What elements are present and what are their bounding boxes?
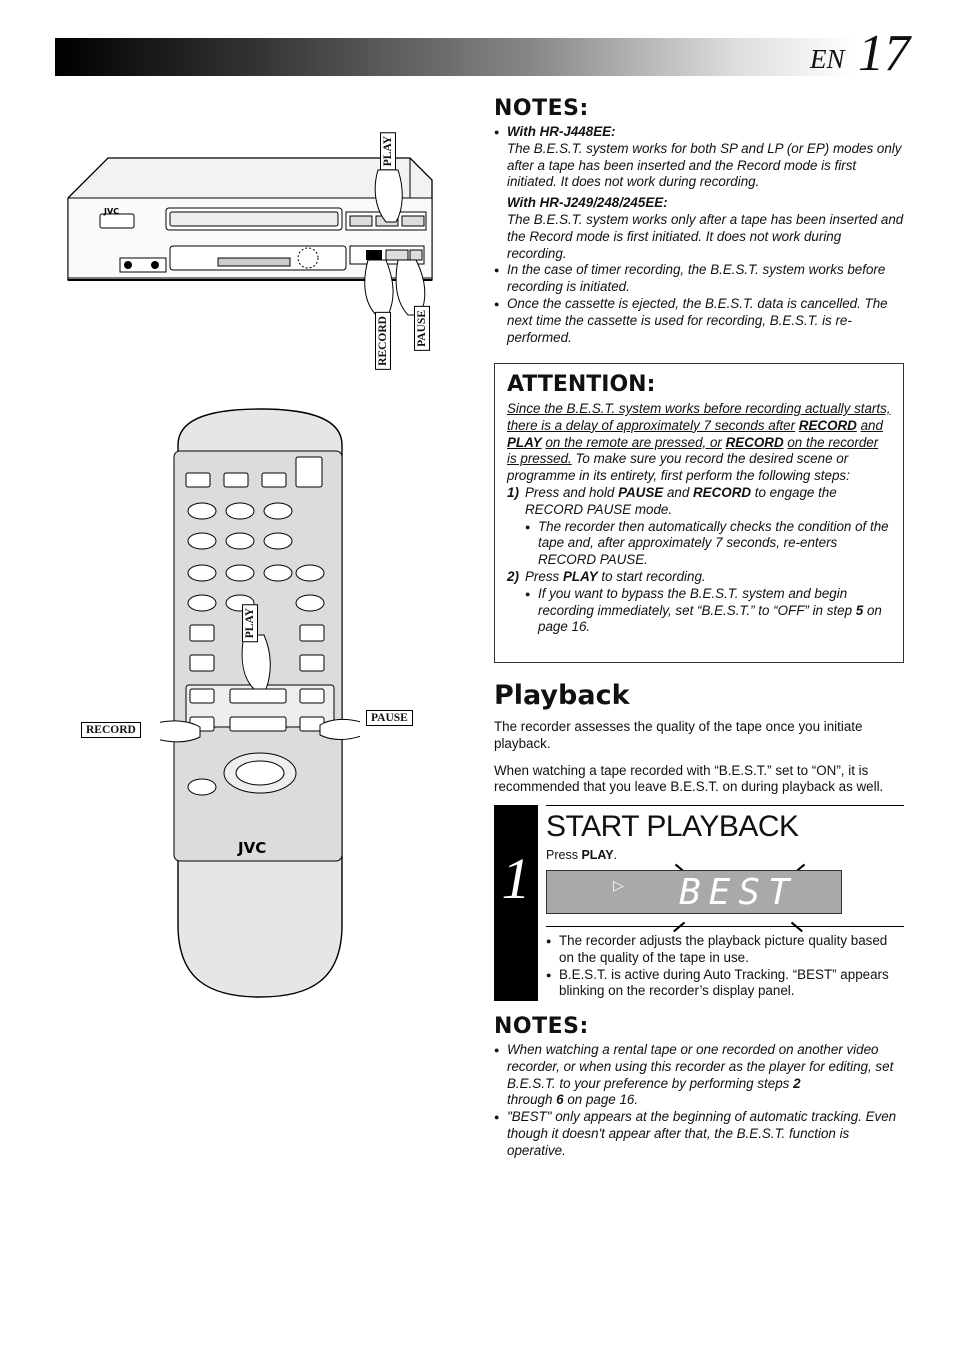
- step-press: Press PLAY.: [546, 848, 904, 862]
- record-callout-vcr: RECORD: [375, 312, 391, 370]
- step-number: 1: [494, 805, 538, 1001]
- model2-label: With HR-J249/248/245EE:: [507, 195, 668, 211]
- press-label: Press: [546, 848, 578, 862]
- play-callout-vcr: PLAY: [380, 132, 396, 171]
- playback-title: Playback: [494, 680, 630, 711]
- attention-intro: Since the B.E.S.T. system works before r…: [507, 401, 891, 485]
- playback-para-1: The recorder assesses the quality of the…: [494, 719, 863, 751]
- nb1-n1: 2: [793, 1075, 801, 1091]
- remote-brand: JVC: [237, 839, 266, 857]
- step-start-playback: 1 START PLAYBACK Press PLAY. ▷ BEST The …: [494, 805, 904, 1001]
- attention-title: ATTENTION:: [507, 372, 656, 397]
- step1-and: and: [666, 484, 690, 500]
- attention-step-1: 1) Press and hold PAUSE and RECORD to en…: [507, 485, 891, 519]
- attention-and: and: [860, 417, 883, 433]
- display-wrap: ▷ BEST: [546, 863, 904, 932]
- attention-record-2: RECORD: [725, 434, 784, 450]
- notes-bottom-bullet-1: When watching a rental tape or one recor…: [494, 1042, 904, 1109]
- attention-record: RECORD: [798, 417, 857, 433]
- notes-bottom-bullet-2: "BEST" only appears at the beginning of …: [494, 1109, 904, 1159]
- display-panel: ▷ BEST: [546, 870, 842, 914]
- step-bullet-1: The recorder adjusts the playback pictur…: [546, 933, 904, 967]
- step2-bullets: If you want to bypass the B.E.S.T. syste…: [525, 586, 891, 636]
- play-indicator-icon: ▷: [613, 877, 624, 893]
- nb1-n2: 6: [556, 1092, 564, 1108]
- model1-text: The B.E.S.T. system works for both SP an…: [507, 140, 902, 190]
- step2-bullet-b: on page 16.: [538, 602, 882, 635]
- step1-pause: PAUSE: [618, 484, 664, 500]
- attention-rest: To make sure you record the desired scen…: [507, 451, 850, 484]
- step1-num: 1): [507, 484, 519, 500]
- step2-bullet: If you want to bypass the B.E.S.T. syste…: [525, 586, 891, 636]
- step-bullets: The recorder adjusts the playback pictur…: [546, 933, 904, 1000]
- pause-callout-remote: PAUSE: [366, 710, 413, 726]
- model1-label: With HR-J448EE:: [507, 124, 616, 139]
- remote-illustration: JVC: [160, 408, 360, 998]
- playback-section: Playback The recorder assesses the quali…: [494, 680, 906, 806]
- step2-num: 2): [507, 568, 519, 584]
- notes-top-bullet-3: Once the cassette is ejected, the B.E.S.…: [494, 296, 904, 346]
- language-code: EN: [810, 44, 845, 74]
- attention-box: ATTENTION: Since the B.E.S.T. system wor…: [494, 363, 904, 663]
- attention-u3: on the recorder is pressed.: [507, 434, 879, 467]
- attention-u1: Since the B.E.S.T. system works before r…: [507, 401, 891, 433]
- step1-bullets: The recorder then automatically checks t…: [525, 519, 891, 569]
- press-key: PLAY: [581, 848, 614, 862]
- notes-top-title: NOTES:: [494, 96, 589, 121]
- playback-para-2: When watching a tape recorded with “B.E.…: [494, 762, 884, 795]
- step1-bullet: The recorder then automatically checks t…: [525, 519, 891, 569]
- record-callout-remote: RECORD: [81, 722, 141, 738]
- step-bullet-2: B.E.S.T. is active during Auto Tracking.…: [546, 967, 904, 1001]
- step1-record: RECORD: [693, 484, 752, 500]
- step-rule-top: [546, 805, 904, 806]
- attention-play: PLAY: [507, 434, 542, 450]
- notes-bottom-title: NOTES:: [494, 1014, 589, 1039]
- attention-u2: on the remote are pressed, or: [545, 434, 722, 450]
- step1-a: Press and hold: [525, 484, 615, 500]
- step2-bullet-num: 5: [855, 602, 864, 618]
- vcr-illustration: JVC: [67, 157, 433, 316]
- step2-play: PLAY: [562, 568, 598, 584]
- vcr-brand: JVC: [103, 207, 119, 216]
- notes-top: NOTES: With HR-J448EE: The B.E.S.T. syst…: [494, 96, 904, 346]
- step-rule-mid: [546, 926, 904, 927]
- notes-top-bullet-2: In the case of timer recording, the B.E.…: [494, 262, 904, 296]
- play-callout-remote: PLAY: [242, 604, 258, 643]
- page-number: 17: [858, 25, 910, 82]
- display-text: BEST: [679, 872, 798, 913]
- pause-callout-vcr: PAUSE: [414, 306, 430, 351]
- press-end: .: [613, 848, 618, 862]
- header-bar: [55, 38, 855, 76]
- notes-top-bullet-models: With HR-J448EE: The B.E.S.T. system work…: [494, 124, 904, 262]
- model2-text: The B.E.S.T. system works only after a t…: [507, 211, 904, 261]
- step2-a: Press: [525, 568, 560, 584]
- step2-b: to start recording.: [601, 568, 706, 584]
- nb1-mid: through: [507, 1092, 553, 1108]
- notes-bottom: NOTES: When watching a rental tape or on…: [494, 1014, 904, 1160]
- step-title: START PLAYBACK: [546, 810, 799, 843]
- step1-b: to engage the RECORD PAUSE mode.: [525, 484, 837, 517]
- nb1-a: When watching a rental tape or one recor…: [507, 1042, 894, 1091]
- attention-step-2: 2) Press PLAY to start recording.: [507, 569, 891, 586]
- nb1-end: on page 16.: [567, 1092, 639, 1108]
- step2-bullet-a: If you want to bypass the B.E.S.T. syste…: [538, 585, 853, 618]
